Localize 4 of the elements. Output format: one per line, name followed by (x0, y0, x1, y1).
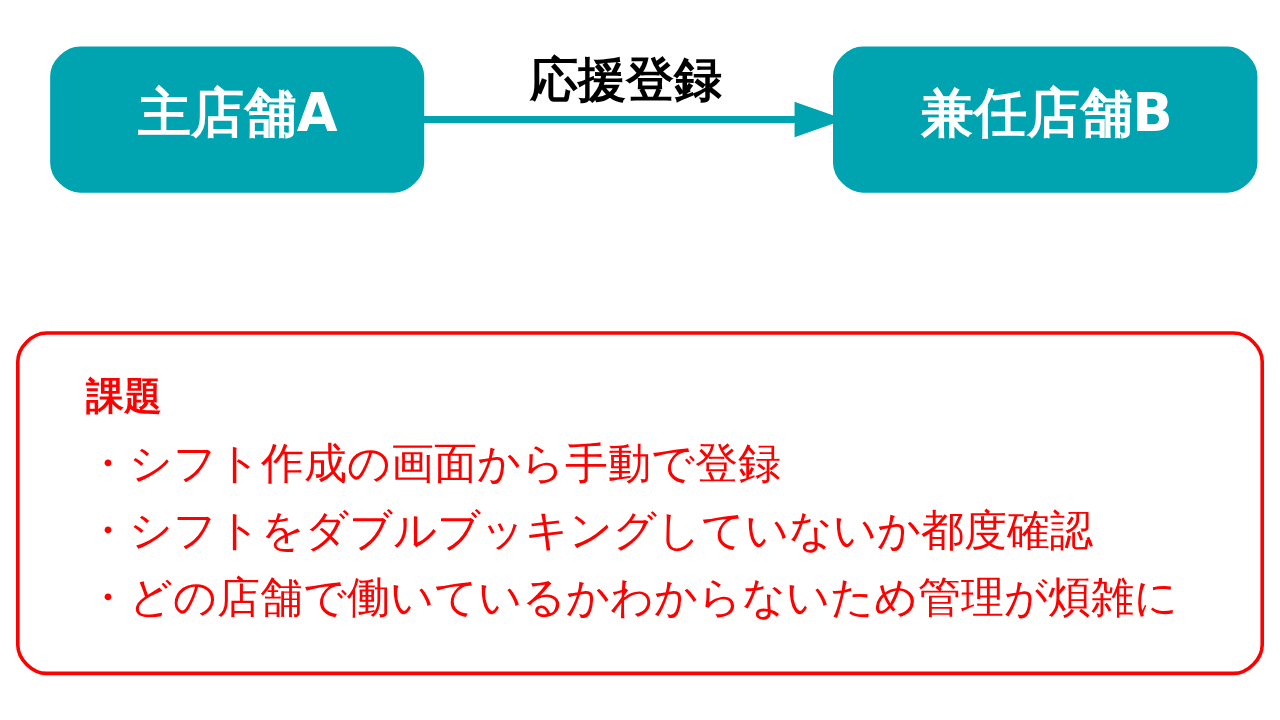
node-box: 主店舗A (50, 45, 425, 193)
node-box: 兼任店舗B (833, 45, 1258, 193)
node-box: 課題 ・シフト作成の画面から手動で登録 ・シフトをダブルブッキングしていないか都度確認 ・どの店舗で働いているかわからないため管理が煩雑に (16, 330, 1264, 675)
edge-label: 応援登録 (530, 50, 723, 107)
